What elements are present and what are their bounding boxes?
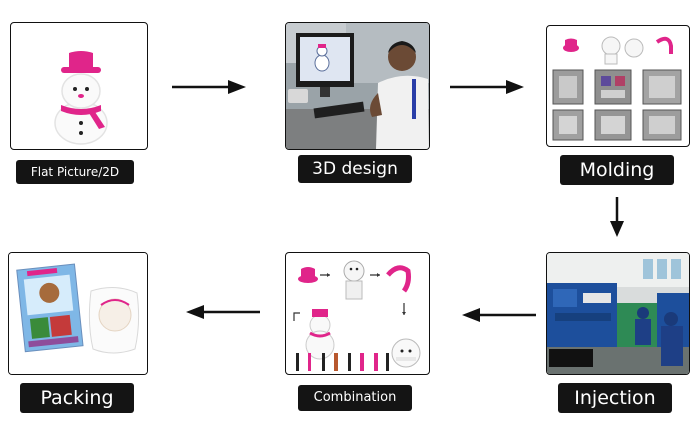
step-label-flat-picture: Flat Picture/2D — [16, 160, 134, 184]
flow-arrow-2-to-3 — [450, 78, 526, 96]
step-label-molding: Molding — [560, 155, 674, 185]
step-card-flat-picture — [10, 22, 148, 150]
injection-factory-photo — [547, 253, 689, 374]
step-label-combination: Combination — [298, 385, 412, 411]
step-label-packing: Packing — [20, 383, 134, 413]
flow-arrow-5-to-6 — [184, 303, 260, 321]
step-card-combination — [285, 252, 430, 375]
mold-parts-illustration — [547, 26, 689, 146]
step-label-injection: Injection — [558, 383, 672, 413]
packaged-product-photo — [9, 253, 147, 374]
step-card-injection — [546, 252, 690, 375]
assembly-parts-illustration — [286, 253, 429, 374]
step-card-3d-design — [285, 22, 430, 150]
flow-arrow-3-to-4 — [608, 197, 626, 239]
step-card-molding — [546, 25, 690, 147]
flow-arrow-4-to-5 — [460, 306, 536, 324]
designer-at-computer-photo — [286, 23, 429, 149]
flow-arrow-1-to-2 — [172, 78, 248, 96]
step-card-packing — [8, 252, 148, 375]
snowman-2d-illustration — [11, 23, 147, 149]
step-label-3d-design: 3D design — [298, 155, 412, 183]
